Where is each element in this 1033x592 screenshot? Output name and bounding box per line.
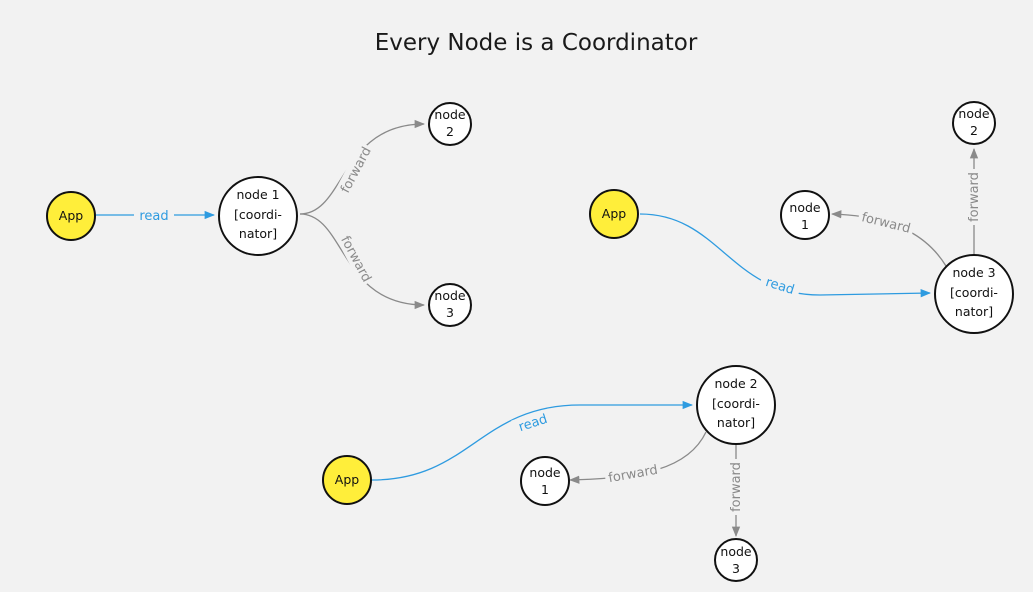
forward-label-left: forward xyxy=(607,463,659,486)
svg-text:3: 3 xyxy=(446,305,454,320)
svg-text:node: node xyxy=(529,465,561,480)
svg-text:3: 3 xyxy=(732,561,740,576)
svg-text:node 2: node 2 xyxy=(714,376,757,391)
svg-text:1: 1 xyxy=(541,482,549,497)
app-node[interactable]: App xyxy=(322,455,372,505)
coordinator-node-3[interactable]: node 3 [coordi- nator] xyxy=(934,254,1014,334)
scenario-1: read forward forward App node 1 [coordi-… xyxy=(46,102,472,327)
svg-text:node 1: node 1 xyxy=(236,187,279,202)
svg-text:node: node xyxy=(958,106,990,121)
svg-text:node 3: node 3 xyxy=(952,265,995,280)
forward-label-down: forward xyxy=(729,462,744,512)
node-2[interactable]: node 2 xyxy=(952,101,996,145)
diagram-title: Every Node is a Coordinator xyxy=(375,30,698,56)
svg-text:nator]: nator] xyxy=(717,415,755,430)
node-2[interactable]: node 2 xyxy=(428,102,472,146)
svg-text:2: 2 xyxy=(970,123,978,138)
svg-text:nator]: nator] xyxy=(955,304,993,319)
svg-text:[coordi-: [coordi- xyxy=(950,285,998,300)
read-label: read xyxy=(139,209,168,224)
svg-text:node: node xyxy=(720,544,752,559)
forward-label-up: forward xyxy=(967,172,982,222)
svg-text:2: 2 xyxy=(446,124,454,139)
scenario-3: read forward forward App node 2 [coordi-… xyxy=(322,365,776,582)
svg-text:node: node xyxy=(789,200,821,215)
svg-text:App: App xyxy=(335,472,359,487)
node-3[interactable]: node 3 xyxy=(714,538,758,582)
svg-text:[coordi-: [coordi- xyxy=(234,207,282,222)
read-label-bg xyxy=(134,206,174,224)
read-edge xyxy=(371,400,694,481)
svg-text:App: App xyxy=(602,206,626,221)
scenario-2: read forward forward App node 3 [coordi-… xyxy=(589,101,1014,334)
forward-label-upper: forward xyxy=(338,145,375,196)
svg-text:nator]: nator] xyxy=(239,226,277,241)
node-1[interactable]: node 1 xyxy=(780,190,830,240)
svg-text:node: node xyxy=(434,288,466,303)
svg-text:[coordi-: [coordi- xyxy=(712,396,760,411)
forward-label-lower: forward xyxy=(337,234,374,285)
svg-text:1: 1 xyxy=(801,217,809,232)
read-edge xyxy=(639,213,932,298)
svg-text:node: node xyxy=(434,107,466,122)
svg-text:App: App xyxy=(59,208,83,223)
coordinator-node-2[interactable]: node 2 [coordi- nator] xyxy=(696,365,776,445)
app-node[interactable]: App xyxy=(46,191,96,241)
coordinator-node-1[interactable]: node 1 [coordi- nator] xyxy=(218,176,298,256)
app-node[interactable]: App xyxy=(589,189,639,239)
read-label: read xyxy=(764,275,796,298)
node-1[interactable]: node 1 xyxy=(520,456,570,506)
node-3[interactable]: node 3 xyxy=(428,283,472,327)
